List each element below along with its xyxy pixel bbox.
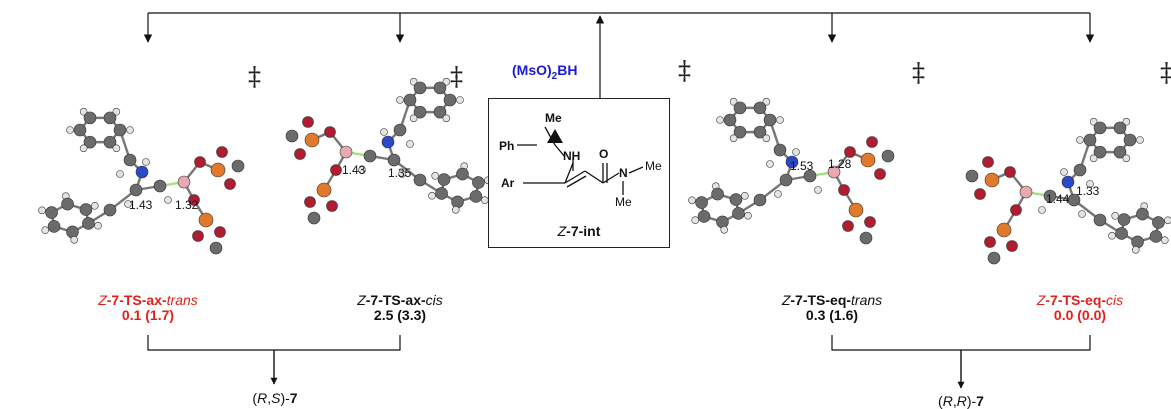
dagger-eq-trans: ‡ <box>678 56 691 86</box>
bond-length: 1.32 <box>175 198 199 212</box>
molecule-eq-trans <box>688 97 895 245</box>
bond-length: 1.33 <box>1076 184 1100 198</box>
intermediate-structure <box>517 126 644 195</box>
ts-label-ax-cis: Z-7-TS-ax-cis 2.5 (3.3) <box>320 292 480 324</box>
reagent-label: (MsO)2BH <box>512 62 578 82</box>
bond-length: 1.28 <box>828 157 852 171</box>
dagger-eq-cis: ‡ <box>912 58 925 88</box>
atom-me-top: Me <box>545 111 562 125</box>
dagger-ax-trans: ‡ <box>248 62 261 92</box>
bond-length: 1.43 <box>342 163 366 177</box>
product-label-rs: (R,S)-7 <box>252 390 298 406</box>
dagger-ax-cis: ‡ <box>450 62 463 92</box>
atom-me-right: Me <box>645 159 662 173</box>
atom-nh: NH <box>563 149 581 163</box>
ts-energy: 2.5 (3.3) <box>373 307 427 324</box>
atom-o: O <box>599 147 609 161</box>
atom-n: N <box>619 166 628 180</box>
product-label-rr: (R,R)-7 <box>938 393 984 409</box>
intermediate-box: Me Ph NH O Ar N Me Me Z-7-int <box>488 98 670 248</box>
molecule-ax-trans <box>38 107 245 255</box>
ts-energy: 0.1 (1.7) <box>121 307 175 324</box>
bond-length: 1.35 <box>388 166 412 180</box>
molecule-ax-cis <box>285 77 492 225</box>
atom-me-bottom: Me <box>615 195 632 209</box>
intermediate-label: Z-7-int <box>557 223 601 239</box>
atom-ar: Ar <box>501 176 515 190</box>
bond-length: 1.44 <box>1046 192 1070 206</box>
ts-energy: 0.0 (0.0) <box>1053 307 1107 324</box>
bond-length: 1.43 <box>129 198 153 212</box>
ts-label-eq-trans: Z-7-TS-eq-trans 0.3 (1.6) <box>752 292 912 324</box>
bond-length: 1.53 <box>790 159 814 173</box>
molecule-eq-cis <box>965 117 1171 265</box>
dagger-edge: ‡ <box>1160 58 1171 88</box>
atom-ph: Ph <box>499 139 515 153</box>
ts-label-eq-cis: Z-7-TS-eq-cis 0.0 (0.0) <box>1000 292 1160 324</box>
ts-label-ax-trans: Z-7-TS-ax-trans 0.1 (1.7) <box>68 292 228 324</box>
ts-energy: 0.3 (1.6) <box>805 307 859 324</box>
